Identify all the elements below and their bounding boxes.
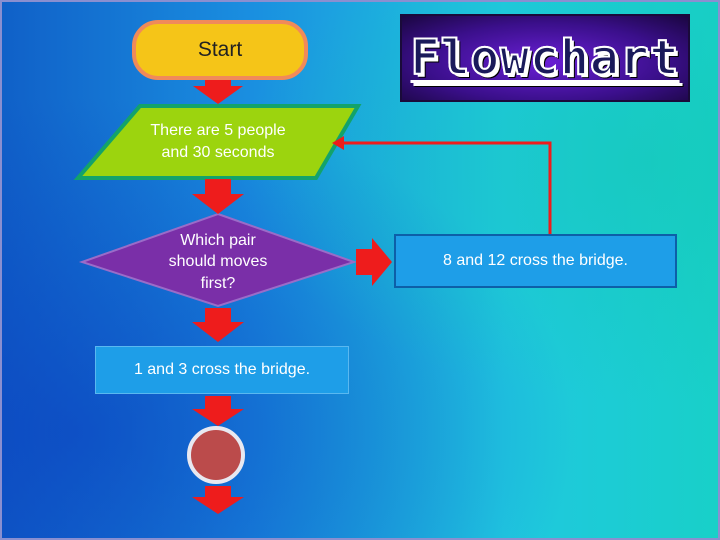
process-box-left: 1 and 3 cross the bridge. [95,346,349,394]
feedback-loop-line [340,141,552,234]
decision-line-1: Which pair [180,231,256,249]
process-right-label: 8 and 12 cross the bridge. [442,252,628,269]
start-terminal: Start [132,20,308,80]
input-text: There are 5 people and 30 seconds [100,112,336,172]
end-connector-circle [187,426,245,484]
feedback-loop-arrowhead [332,136,344,150]
down-arrow-3 [192,308,244,342]
decision-diamond [78,212,358,308]
input-line-1: There are 5 people [150,122,286,140]
decision-text: Which pair should moves first? [130,222,306,302]
decision-line-3: first? [200,274,236,292]
page-title: Flowchart [409,29,680,87]
input-parallelogram [73,104,362,180]
process-left-label: 1 and 3 cross the bridge. [133,361,311,378]
down-arrow-1 [193,75,243,104]
down-arrow-4 [192,396,244,426]
down-arrow-5 [192,486,244,514]
title-banner: Flowchart [400,14,690,102]
down-arrow-2 [192,179,244,214]
right-arrow [356,238,392,286]
start-label: Start [197,38,243,61]
input-line-2: and 30 seconds [161,144,275,161]
process-box-right: 8 and 12 cross the bridge. [394,234,677,288]
decision-line-2: should moves [168,253,268,271]
